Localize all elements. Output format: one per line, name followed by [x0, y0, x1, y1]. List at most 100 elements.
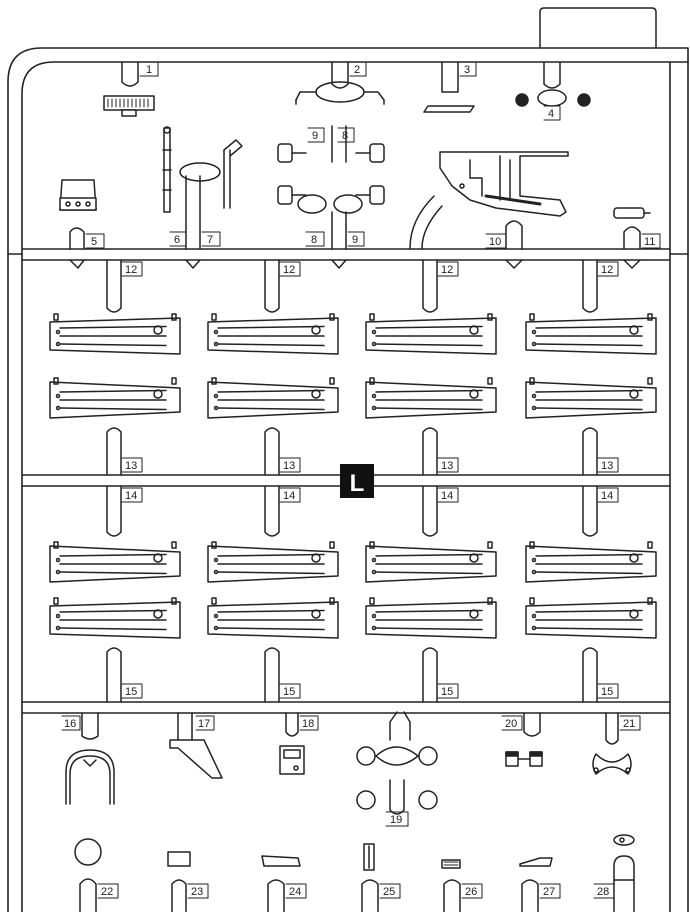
part-26: [441, 859, 461, 869]
label-12-3: 12: [441, 264, 453, 276]
part-16: [65, 749, 115, 805]
label-11: 11: [644, 236, 655, 248]
label-27: 27: [543, 886, 555, 898]
runner-1: [7, 248, 689, 261]
gate-12-4: [582, 259, 598, 313]
label-20: 20: [505, 718, 517, 730]
gates-top: [69, 61, 641, 269]
labels-top: [85, 61, 661, 249]
label-12-4-box: [597, 261, 619, 277]
gate-14-3: [422, 485, 438, 537]
panel-upper-a-2: [207, 313, 339, 355]
panel-upper-a-1: [49, 313, 181, 355]
panel-lower-b-2: [207, 597, 339, 639]
label-15-1-box: [121, 683, 143, 699]
labels-bottom-upper-box: [61, 715, 641, 827]
panel-upper-a-3: [365, 313, 497, 355]
part-4: [515, 89, 591, 107]
label-12-4: 12: [601, 264, 613, 276]
label-1: 1: [146, 64, 152, 76]
sprue-tab: [539, 7, 657, 49]
part-19: [356, 711, 438, 815]
panel-lower-b-4: [525, 597, 657, 639]
part-5: [59, 179, 97, 211]
panel-lower-a-4: [525, 541, 657, 583]
label-15-4-box: [597, 683, 619, 699]
gate-12-3: [422, 259, 438, 313]
part-18: [279, 745, 305, 775]
label-17: 17: [198, 718, 210, 730]
label-12-1: 12: [125, 264, 137, 276]
gate-13-1: [106, 427, 122, 476]
label-14-1-box: [121, 487, 143, 503]
label-24: 24: [289, 886, 301, 898]
part-20: [505, 751, 543, 767]
sprue-frame-outer: [7, 47, 689, 913]
label-23: 23: [191, 886, 203, 898]
label-12-2-box: [279, 261, 301, 277]
panel-upper-b-3: [365, 377, 497, 419]
label-13-2-box: [279, 457, 301, 473]
label-5: 5: [91, 236, 97, 248]
label-13-1: 13: [125, 460, 137, 472]
label-9: 9: [352, 234, 358, 246]
sprue-letter-badge: [340, 464, 374, 498]
part-8-9: [277, 143, 385, 214]
label-6: 6: [174, 234, 180, 246]
label-10: 10: [489, 236, 501, 248]
label-15-4: 15: [601, 686, 613, 698]
label-3: 3: [464, 64, 470, 76]
panel-lower-b-3: [365, 597, 497, 639]
gates-bottom-lower: [79, 878, 539, 913]
label-12-3-box: [437, 261, 459, 277]
sprue-frame-inner: [21, 61, 689, 913]
panel-upper-a-4: [525, 313, 657, 355]
panel-lower-a-1: [49, 541, 181, 583]
label-14-2: 14: [283, 490, 295, 502]
label-26: 26: [465, 886, 477, 898]
label-13-4: 13: [601, 460, 613, 472]
label-15-2-box: [279, 683, 301, 699]
gate-14-1: [106, 485, 122, 537]
gate-15-4: [582, 647, 598, 703]
part-23: [167, 851, 191, 867]
part-22: [74, 838, 102, 866]
label-19: 19: [390, 814, 402, 826]
gate-13-2: [264, 427, 280, 476]
label-15-1: 15: [125, 686, 137, 698]
label-21: 21: [623, 718, 635, 730]
label-8: 8: [311, 234, 317, 246]
gate-12-2: [264, 259, 280, 313]
label-16: 16: [64, 718, 76, 730]
part-3: [423, 105, 475, 113]
labels-bottom-lower-box: [97, 883, 615, 899]
runner-3: [21, 701, 671, 714]
gate-12-1: [106, 259, 122, 313]
part-24: [261, 855, 301, 867]
part-27: [519, 857, 553, 867]
panel-lower-a-3: [365, 541, 497, 583]
gate-15-2: [264, 647, 280, 703]
label-7: 7: [207, 234, 213, 246]
label-13-3-box: [437, 457, 459, 473]
label-13-2: 13: [283, 460, 295, 472]
label-25: 25: [383, 886, 395, 898]
gate-14-2: [264, 485, 280, 537]
part-17: [169, 739, 223, 779]
panel-lower-a-2: [207, 541, 339, 583]
gate-13-4: [582, 427, 598, 476]
label-4: 4: [548, 108, 554, 120]
label-13-1-box: [121, 457, 143, 473]
label-15-3: 15: [441, 686, 453, 698]
label-13-3: 13: [441, 460, 453, 472]
label-15-2: 15: [283, 686, 295, 698]
label-14-3-box: [437, 487, 459, 503]
label-14-4-box: [597, 487, 619, 503]
panel-upper-b-1: [49, 377, 181, 419]
part-25: [363, 843, 375, 871]
panel-lower-b-1: [49, 597, 181, 639]
panel-upper-b-4: [525, 377, 657, 419]
label-14-2-box: [279, 487, 301, 503]
label-18: 18: [302, 718, 314, 730]
